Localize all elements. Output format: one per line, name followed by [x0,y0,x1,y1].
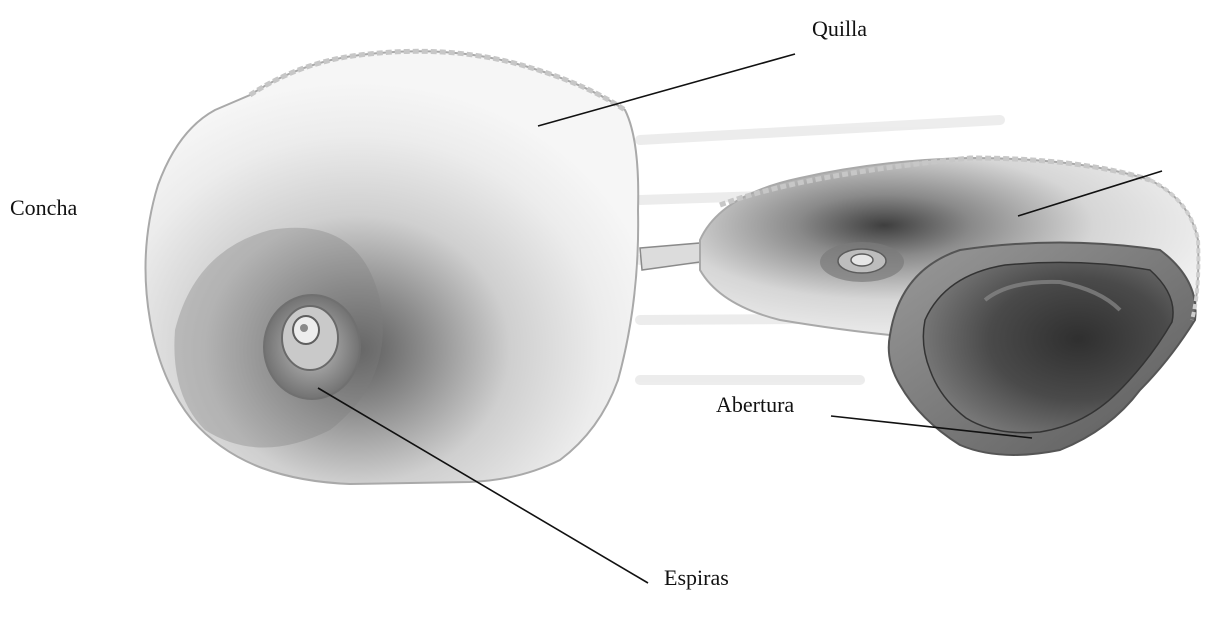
connecting-stalk [640,243,700,270]
label-quilla: Quilla [812,18,867,40]
left-shell [146,51,639,484]
label-abertura: Abertura [716,394,794,416]
label-concha: Concha [10,197,77,219]
right-shell-spire-inner [851,254,873,266]
right-shell-aperture [923,262,1173,432]
left-shell-apex [300,324,308,332]
label-espiras: Espiras [664,567,729,589]
